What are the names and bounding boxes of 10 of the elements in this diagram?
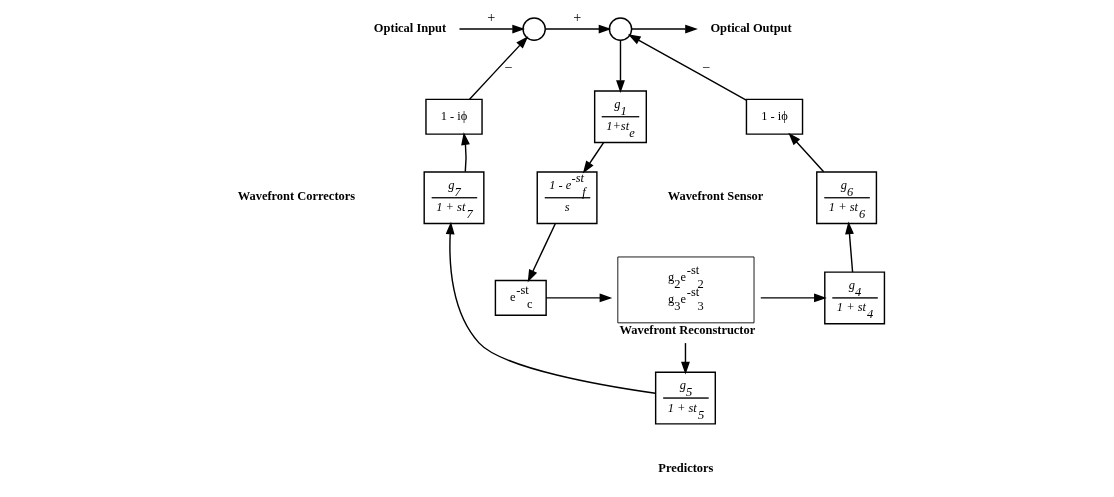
node-text: Optical Output — [709, 20, 792, 35]
node-text: Optical Input — [373, 20, 446, 35]
label: Wavefront Correctors — [237, 189, 355, 204]
label: Wavefront Sensor — [667, 189, 763, 204]
label: Predictors — [657, 460, 713, 475]
edge-label: − — [701, 59, 710, 76]
node-label: Wavefront Reconstructor — [619, 322, 755, 337]
edge-label: − — [503, 59, 512, 76]
edge-label: + — [486, 8, 495, 25]
edge-label: + — [572, 8, 581, 25]
